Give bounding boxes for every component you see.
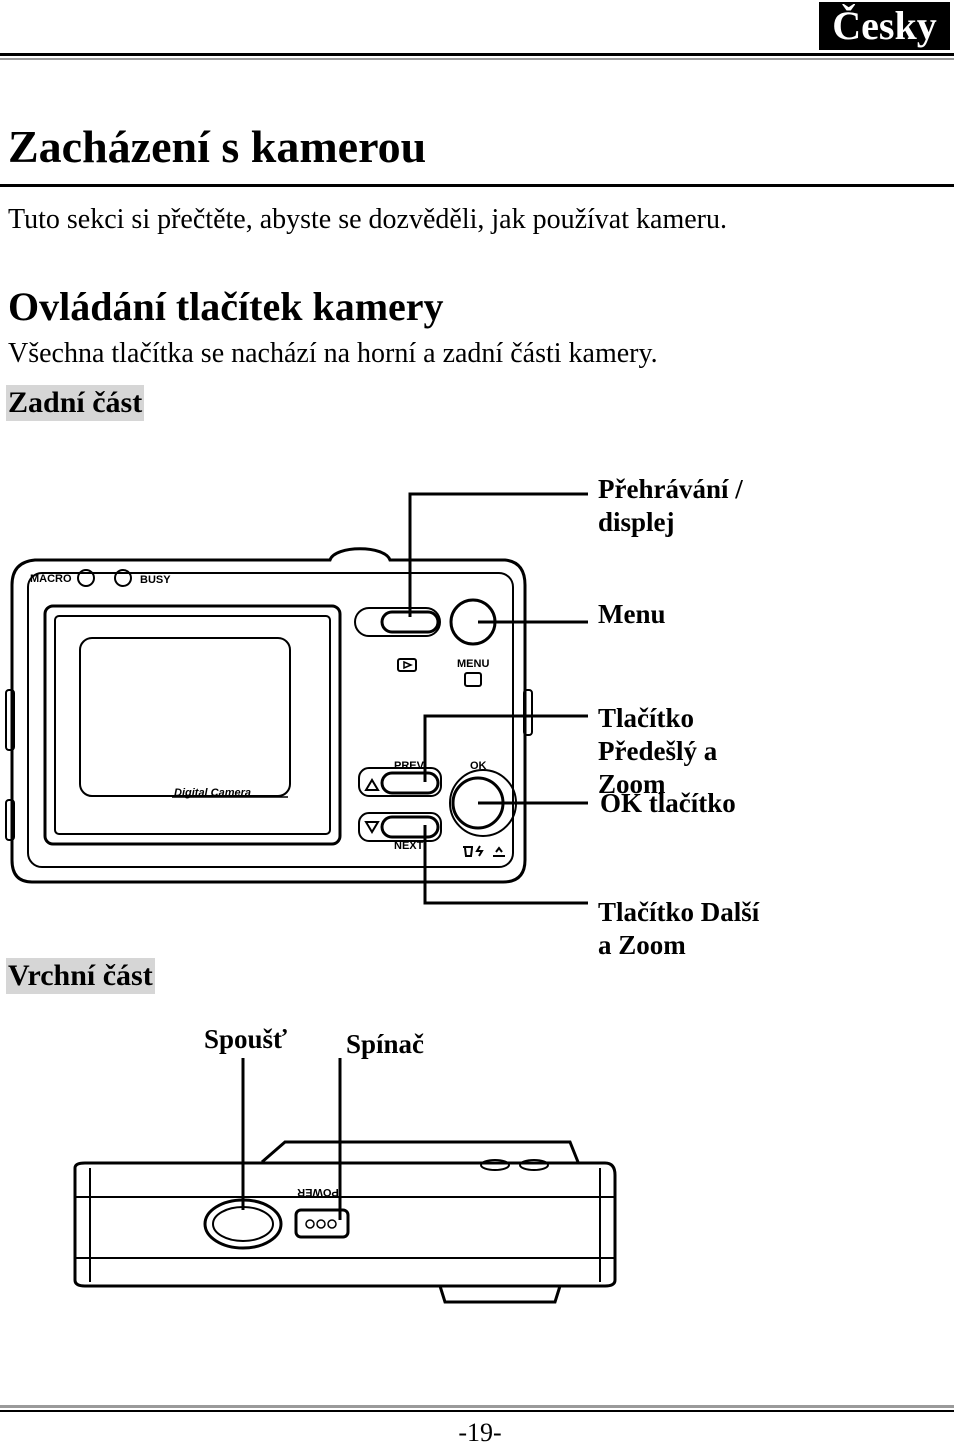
next-leader xyxy=(423,825,588,905)
macro-led xyxy=(77,569,95,587)
footer-rule-shadow xyxy=(0,1405,954,1408)
back-section-label: Zadní část xyxy=(6,385,145,421)
playback-icon xyxy=(397,658,417,672)
callout-ok: OK tlačítko xyxy=(600,788,736,818)
left-port-tab xyxy=(5,799,15,841)
busy-led xyxy=(114,569,132,587)
callout-playback-line1: Přehrávání / xyxy=(598,474,743,504)
top-camera-body xyxy=(73,1161,617,1288)
screen-label: Digital Camera xyxy=(174,787,251,799)
next-button xyxy=(380,815,440,839)
callout-menu: Menu xyxy=(598,599,666,629)
callout-prev: Tlačítko Předešlý a Zoom xyxy=(598,702,717,801)
prev-button-outline xyxy=(358,767,442,797)
power-label: POWER xyxy=(297,1186,339,1198)
speaker-hole-2 xyxy=(519,1159,549,1171)
section-heading: Ovládání tlačítek kamery xyxy=(8,284,444,329)
title-rule xyxy=(0,184,954,187)
left-strap-tab xyxy=(5,689,15,751)
section-description: Všechna tlačítka se nachází na horní a z… xyxy=(8,338,658,369)
callout-next: Tlačítko Další a Zoom xyxy=(598,896,759,962)
top-section-label: Vrchní část xyxy=(6,958,155,994)
callout-prev-line1: Tlačítko xyxy=(598,703,695,733)
delete-flash-icons xyxy=(463,845,505,857)
bottom-mount xyxy=(438,1285,562,1304)
lcd-frame-inner xyxy=(54,615,331,835)
lcd-screen xyxy=(79,637,291,797)
next-label: NEXT xyxy=(394,840,424,852)
header-rule-shadow xyxy=(0,58,954,60)
back-camera-inner-panel xyxy=(27,572,514,868)
page-number: -19- xyxy=(458,1418,502,1447)
playback-leader xyxy=(408,492,588,617)
prev-leader xyxy=(423,714,588,782)
ok-label: OK xyxy=(470,760,487,772)
page-title: Zacházení s kamerou xyxy=(8,121,427,172)
callout-prev-line3: Zoom xyxy=(598,769,666,799)
next-arrow-icon xyxy=(364,821,380,834)
right-strap-tab xyxy=(523,689,533,736)
macro-label: MACRO xyxy=(30,573,72,585)
callout-playback: Přehrávání / displej xyxy=(598,473,743,539)
back-camera-body xyxy=(10,547,527,884)
power-switch xyxy=(294,1208,350,1239)
footer-rule xyxy=(0,1410,954,1412)
header-rule xyxy=(0,53,954,56)
prev-button xyxy=(380,771,440,795)
callout-playback-line2: displej xyxy=(598,507,675,537)
next-button-outline xyxy=(358,812,442,842)
callout-next-line1: Tlačítko Další xyxy=(598,897,760,927)
prev-label: PREV xyxy=(394,760,425,772)
prev-arrow-icon xyxy=(364,778,380,791)
speaker-hole-1 xyxy=(480,1159,510,1171)
menu-label: MENU xyxy=(457,658,489,670)
language-tab: Česky xyxy=(819,2,950,50)
shutter-button xyxy=(212,1206,274,1242)
menu-icon xyxy=(464,672,482,687)
top-lens-housing xyxy=(261,1140,580,1164)
lcd-frame-outer xyxy=(43,604,342,846)
intro-text: Tuto sekci si přečtěte, abyste se dozvěd… xyxy=(8,204,727,235)
callout-shutter: Spoušť xyxy=(204,1024,288,1054)
busy-label: BUSY xyxy=(140,574,171,586)
callout-next-line2: a Zoom xyxy=(598,930,686,960)
callout-power-switch: Spínač xyxy=(346,1029,425,1059)
callout-prev-line2: Předešlý a xyxy=(598,736,718,766)
playback-button-outline xyxy=(354,607,441,637)
